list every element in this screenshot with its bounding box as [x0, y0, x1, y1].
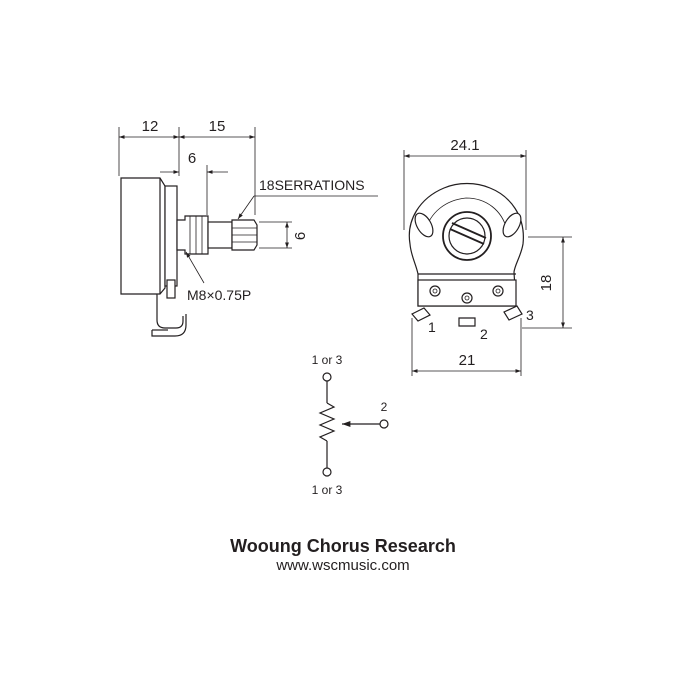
- resistor-zigzag: [318, 402, 336, 442]
- pin-1-label: 1: [428, 319, 436, 335]
- front-view: 24.1 18 21 1 2 3: [403, 137, 572, 376]
- bottom-terminal: [322, 467, 332, 477]
- schematic-symbol: 1 or 3 2 1 or 3: [312, 353, 389, 497]
- wiper-terminal: [379, 419, 389, 429]
- pin-3-label: 3: [526, 307, 534, 323]
- website-link[interactable]: www.wscmusic.com: [276, 557, 410, 574]
- wiper-terminal-label: 2: [381, 400, 388, 414]
- dim-pin-span: 21: [459, 352, 476, 369]
- thread-note: M8×0.75P: [187, 287, 251, 303]
- company-name: Wooung Chorus Research: [230, 536, 456, 556]
- dim-serration-length: 6: [188, 150, 196, 167]
- side-view: 12 15 6 18SERRATIONS 6 M8×0.75P: [118, 118, 378, 337]
- dim-shaft-length: 15: [209, 118, 226, 135]
- dim-height: 18: [538, 275, 555, 292]
- dim-shaft-diameter: 6: [292, 232, 309, 240]
- top-terminal-label: 1 or 3: [312, 353, 343, 367]
- top-terminal: [322, 372, 332, 382]
- bottom-terminal-label: 1 or 3: [312, 483, 343, 497]
- dim-body-depth: 12: [142, 118, 159, 135]
- dim-width: 24.1: [450, 137, 479, 154]
- serrations-note: 18SERRATIONS: [259, 177, 365, 193]
- pin-2-label: 2: [480, 326, 488, 342]
